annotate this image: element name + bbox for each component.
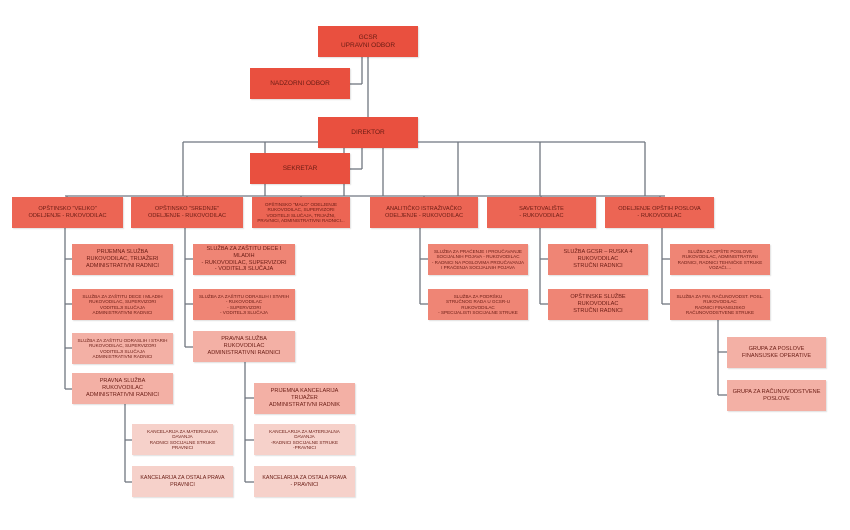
org-node-direktor: DIREKTOR <box>318 117 418 148</box>
org-node-a2: SLUŽBA ZA PODRŠKU STRUČNOG RADA U GCSR-U… <box>428 289 528 320</box>
org-node-veliko: OPŠTINSKO "VELIKO" ODELJENJE - RUKOVODIL… <box>12 197 123 228</box>
org-node-nadzorni: NADZORNI ODBOR <box>250 68 350 99</box>
org-node-opsti: ODELJENJE OPŠTIH POSLOVA - RUKOVODILAC <box>605 197 714 228</box>
org-node-v4: PRAVNA SLUŽBA RUKOVODILAC ADMINISTRATIVN… <box>72 373 173 404</box>
org-node-v3: SLUŽBA ZA ZAŠTITU ODRASLIH I STARIH RUKO… <box>72 333 173 364</box>
org-node-o4: GRUPA ZA RAČUNOVODSTVENE POSLOVE <box>727 380 826 411</box>
org-node-gcsr: GCSR UPRAVNI ODBOR <box>318 26 418 57</box>
org-node-s6: KANCELARIJA ZA OSTALA PRAVA - PRAVNICI <box>254 466 355 497</box>
org-node-o2: SLUŽBA ZA FIN. RAČUNOVODST. POSL. RUKOVO… <box>670 289 770 320</box>
org-node-sekretar: SEKRETAR <box>250 153 350 184</box>
org-node-o1: SLUŽBA ZA OPŠTE POSLOVE RUKOVODILAC, ADM… <box>670 244 770 275</box>
org-node-v2: SLUŽBA ZA ZAŠTITU DECE I MLADIH RUKOVODI… <box>72 289 173 320</box>
org-node-sv2: OPŠTINSKE SLUŽBE RUKOVODILAC STRUČNI RAD… <box>548 289 648 320</box>
org-node-v5: KANCELARIJA ZA MATERIJALNA DAVANJA RADNI… <box>132 424 233 455</box>
org-node-sv1: SLUŽBA GCSR – RUSKA 4 RUKOVODILAC STRUČN… <box>548 244 648 275</box>
org-node-analiticko: ANALITIČKO ISTRAŽIVAČKO ODELJENJE - RUKO… <box>370 197 478 228</box>
org-node-s3: PRAVNA SLUŽBA RUKOVODILAC ADMINISTRATIVN… <box>193 331 295 362</box>
org-node-v1: PRIJEMNA SLUŽBA RUKOVODILAC, TRIJAŽERI A… <box>72 244 173 275</box>
org-node-s1: SLUŽBA ZA ZAŠTITU DECE I MLADIH - RUKOVO… <box>193 244 295 275</box>
org-node-o3: GRUPA ZA POSLOVE FINANSIJSKE OPERATIVE <box>727 337 826 368</box>
org-node-s2: SLUŽBA ZA ZAŠTITU ODRASLIH I STARIH - RU… <box>193 289 295 320</box>
org-node-s4: PRIJEMNA KANCELARIJA TRIJAŽER ADMINISTRA… <box>254 383 355 414</box>
org-node-a1: SLUŽBA ZA PRAĆENJE I PROUČAVANJE SOCIJAL… <box>428 244 528 275</box>
org-node-v6: KANCELARIJA ZA OSTALA PRAVA PRAVNICI <box>132 466 233 497</box>
org-node-s5: KANCELARIJA ZA MATERIJALNA DAVANJA -RADN… <box>254 424 355 455</box>
org-node-malo: OPŠTINSKO "MALO" ODELJENJE RUKOVODILAC, … <box>252 197 350 228</box>
org-node-savetovaliste: SAVETOVALIŠTE - RUKOVODILAC <box>487 197 596 228</box>
org-node-srednje: OPŠTINSKO "SREDNJE" ODELJENJE - RUKOVODI… <box>131 197 243 228</box>
